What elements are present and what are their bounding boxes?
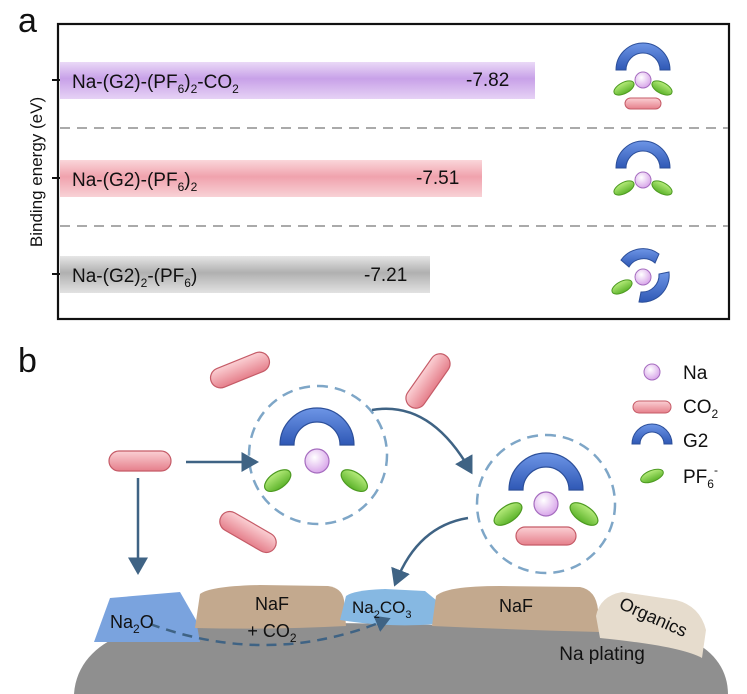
na2co3-label: Na2CO3 (352, 598, 411, 621)
energy-bar-1 (60, 62, 535, 99)
energy-bar-row-2: Na-(G2)-(PF6)2 -7.51 (52, 160, 482, 197)
legend-g2-icon (631, 423, 673, 445)
naf-block-right (432, 586, 600, 632)
legend-pf6-icon (640, 468, 664, 484)
g2-icon (279, 407, 355, 446)
arrow-cluster-to-na2co3 (391, 516, 469, 587)
panel-a-frame (56, 22, 731, 321)
solvation-cluster-1 (247, 384, 389, 526)
legend-na-icon (643, 363, 661, 381)
pf6-icon (340, 469, 369, 493)
pf6-icon (263, 469, 292, 493)
panel-a-letter: a (18, 2, 37, 40)
naf-co2-label: + CO2 (247, 621, 297, 645)
na-icon (634, 71, 652, 89)
solvation-cluster-2 (475, 433, 617, 575)
solvation-sheath (475, 433, 617, 575)
co2-molecule (405, 353, 451, 409)
pf6-icon (569, 502, 599, 526)
legend-co2-icon (632, 400, 672, 414)
legend-g2-label: G2 (683, 431, 708, 452)
energy-bar-2 (60, 160, 482, 197)
g2-icon (508, 452, 584, 491)
na-icon (304, 448, 330, 474)
na2co3-block (340, 589, 436, 626)
co2-icon (624, 97, 662, 110)
legend-na-label: Na (683, 363, 708, 384)
naf-right-label: NaF (499, 596, 533, 616)
na-plating (74, 622, 728, 694)
pf6-icon (613, 180, 635, 196)
na-icon (634, 171, 652, 189)
na-icon (533, 491, 559, 517)
pf6-icon (651, 180, 673, 196)
y-axis-label: Binding energy (eV) (27, 97, 46, 247)
pf6-icon (611, 279, 633, 295)
energy-bar-row-1: Na-(G2)-(PF6)2-CO2 -7.82 (52, 62, 535, 99)
g2-icon (615, 42, 671, 71)
co2-molecule (219, 510, 277, 554)
arrow-na2o-to-na2co3 (149, 615, 391, 647)
cluster-icon-3 (611, 248, 670, 303)
bar-label-3: Na-(G2)2-(PF6) (72, 266, 197, 290)
na-icon (634, 268, 652, 286)
g2-icon (638, 271, 670, 303)
bar-label-1: Na-(G2)-(PF6)2-CO2 (72, 72, 239, 96)
naf-block-left (195, 585, 346, 629)
legend-pf6-label: PF6- (683, 463, 718, 491)
bar-value-2: -7.51 (416, 168, 459, 189)
pf6-icon (493, 502, 523, 526)
energy-bar-row-3: Na-(G2)2-(PF6) -7.21 (52, 256, 430, 293)
na2o-label: Na2O (110, 612, 154, 636)
legend-co2-label: CO2 (683, 397, 719, 421)
pf6-icon (651, 80, 673, 96)
g2-icon (615, 140, 671, 169)
energy-bar-3 (60, 256, 430, 293)
pf6-icon (613, 80, 635, 96)
panel-b-letter: b (18, 342, 37, 380)
naf-left-label: NaF (255, 594, 289, 614)
arrow-cluster-to-cluster (371, 407, 473, 475)
organics-block (596, 592, 706, 658)
cluster-icon-1 (613, 42, 673, 110)
bar-value-1: -7.82 (466, 70, 509, 91)
g2-icon (620, 248, 660, 268)
sei-layer: Na2O NaF + CO2 Na2CO3 NaF Organics Na pl… (74, 585, 728, 694)
co2-molecule (108, 450, 172, 472)
cluster-icon-2 (613, 140, 673, 196)
na2o-block (94, 592, 200, 642)
co2-molecule (209, 351, 271, 389)
legend: Na CO2 G2 PF6- (631, 363, 719, 491)
bar-value-3: -7.21 (364, 265, 407, 286)
na-plating-label: Na plating (559, 644, 645, 665)
bar-label-2: Na-(G2)-(PF6)2 (72, 170, 198, 194)
co2-icon (515, 526, 577, 546)
